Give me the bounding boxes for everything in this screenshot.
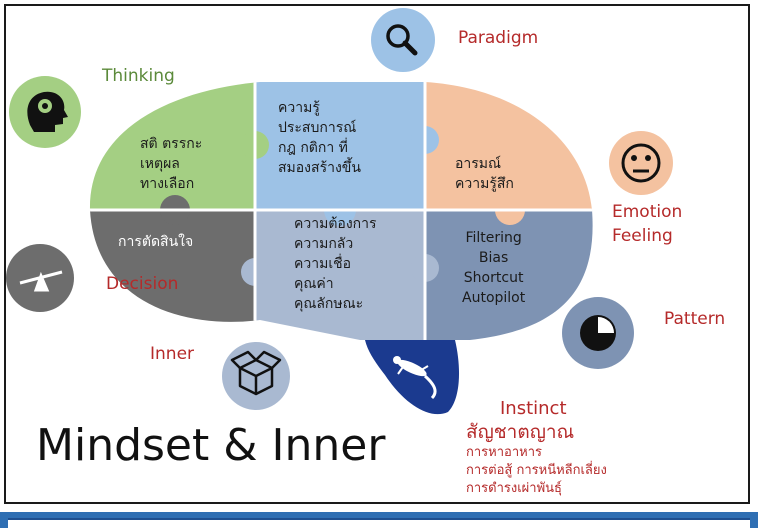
instinct-item: การต่อสู้ การหนีหลีกเลี่ยง: [466, 463, 607, 478]
lizard-icon: [393, 356, 437, 400]
pattern-line: Filtering: [465, 230, 522, 246]
knowledge-line: กฎ กติกา ที่: [278, 140, 348, 156]
label-feeling: Feeling: [612, 226, 673, 246]
inner-line: คุณลักษณะ: [294, 296, 364, 312]
inner-line: ความต้องการ: [294, 216, 377, 232]
instinct-block: Instinct สัญชาตญาณ การหาอาหาร การต่อสู้ …: [466, 398, 607, 498]
piece-pattern-text: Filtering Bias Shortcut Autopilot: [462, 228, 525, 308]
label-pattern: Pattern: [664, 309, 726, 329]
knowledge-line: ประสบการณ์: [278, 120, 357, 136]
knowledge-line: ความรู้: [278, 100, 320, 116]
face-icon: [621, 143, 661, 183]
brain-stem: [365, 340, 460, 415]
emotion-line: อารมณ์: [455, 156, 502, 172]
piece-emotion-bg: [425, 82, 593, 210]
label-emotion: Emotion: [612, 202, 683, 222]
emotion-circle: [609, 131, 673, 195]
thinking-line: เหตุผล: [140, 156, 180, 172]
search-icon: [386, 24, 418, 56]
inner-line: ความเชื่อ: [294, 256, 352, 272]
paradigm-circle: [371, 8, 435, 72]
label-decision: Decision: [106, 274, 179, 294]
piece-emotion-text: อารมณ์ ความรู้สึก: [455, 154, 514, 194]
thinking-line: ทางเลือก: [140, 176, 195, 192]
pattern-line: Autopilot: [462, 290, 526, 306]
emotion-line: ความรู้สึก: [455, 176, 514, 192]
instinct-item: การหาอาหาร: [466, 445, 542, 460]
piece-decision-text: การตัดสินใจ: [118, 232, 193, 252]
head-brain-icon: [27, 91, 68, 132]
label-thinking: Thinking: [102, 66, 175, 86]
pattern-line: Shortcut: [463, 270, 524, 286]
label-paradigm: Paradigm: [458, 28, 539, 48]
piece-knowledge-bg: [255, 82, 425, 210]
label-inner: Inner: [150, 344, 195, 364]
box-icon: [230, 350, 282, 396]
inner-line: ความกลัว: [294, 236, 354, 252]
inner-line: คุณค่า: [294, 276, 334, 292]
piece-thinking-text: สติ ตรรกะ เหตุผล ทางเลือก: [140, 134, 202, 194]
pattern-line: Bias: [478, 250, 509, 266]
pie-icon: [580, 315, 616, 351]
piece-inner-bg: [255, 210, 425, 340]
label-instinct-th: สัญชาตญาณ: [466, 421, 575, 443]
instinct-item: การดำรงเผ่าพันธุ์: [466, 481, 562, 496]
seesaw-icon: [19, 270, 63, 292]
knowledge-line: สมองสร้างขึ้น: [278, 160, 361, 176]
piece-knowledge-text: ความรู้ ประสบการณ์ กฎ กติกา ที่ สมองสร้า…: [278, 98, 361, 178]
piece-inner-text: ความต้องการ ความกลัว ความเชื่อ คุณค่า คุ…: [294, 214, 377, 314]
thinking-line: สติ ตรรกะ: [140, 136, 203, 152]
page-title: Mindset & Inner: [36, 420, 386, 471]
label-instinct: Instinct: [500, 398, 567, 419]
bottom-bar-inner: [8, 518, 750, 528]
decision-line: การตัดสินใจ: [118, 234, 194, 250]
